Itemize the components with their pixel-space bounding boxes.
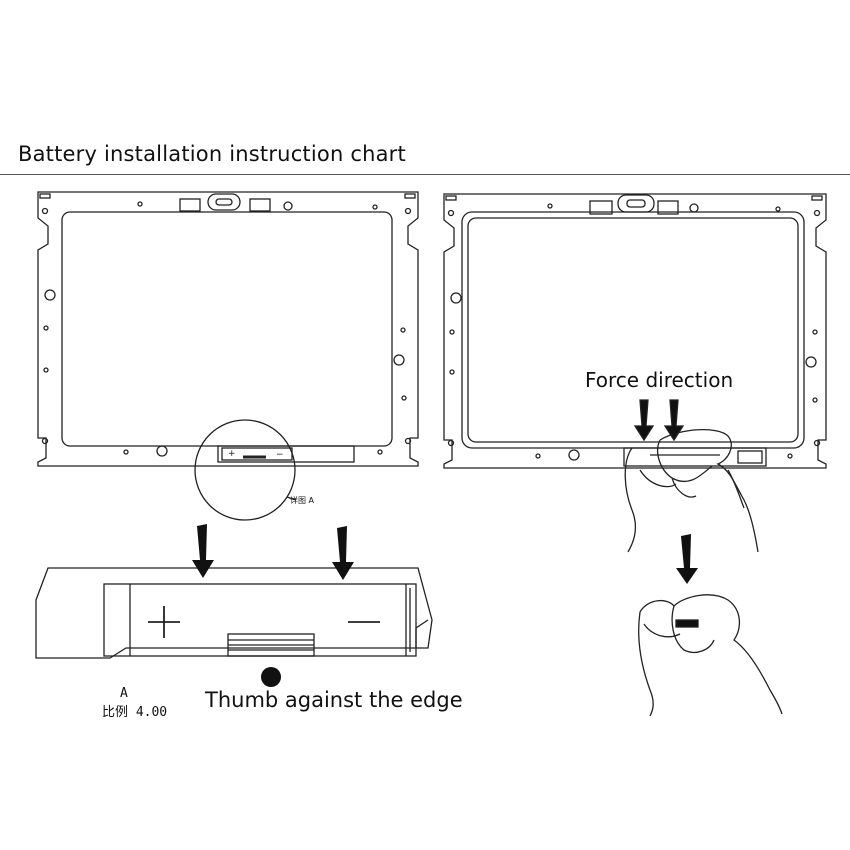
right-battery-slot [623,447,767,467]
press-arrow [676,534,698,584]
force-arrow-left [633,399,655,442]
thumb-edge-label: Thumb against the edge [205,688,463,712]
title-divider [0,174,850,175]
right-device-frame [443,193,827,469]
insert-arrow-left [192,524,214,578]
insert-arrow-right [332,526,354,580]
insert-arrows [192,524,698,584]
right-screen-area [467,217,799,443]
left-device-frame [37,191,419,521]
left-plus-sign: + [228,449,236,459]
detail-ref-label: A [120,686,128,701]
hand-grip-illustration [624,428,759,553]
thumb-contact-dot [261,667,281,687]
chart-title: Battery installation instruction chart [18,142,406,166]
left-screen-area [61,211,393,447]
battery-detail-enlarged [35,567,433,659]
hand-pinch-illustration [638,594,783,717]
detail-a-tag: 详图 A [290,496,315,505]
scale-label: 比例 4.00 [102,705,168,720]
force-arrow-right [663,399,685,442]
left-minus-sign: − [276,450,284,460]
force-direction-label: Force direction [585,368,734,392]
detail-a-circle [194,419,296,521]
force-arrows [633,399,685,442]
